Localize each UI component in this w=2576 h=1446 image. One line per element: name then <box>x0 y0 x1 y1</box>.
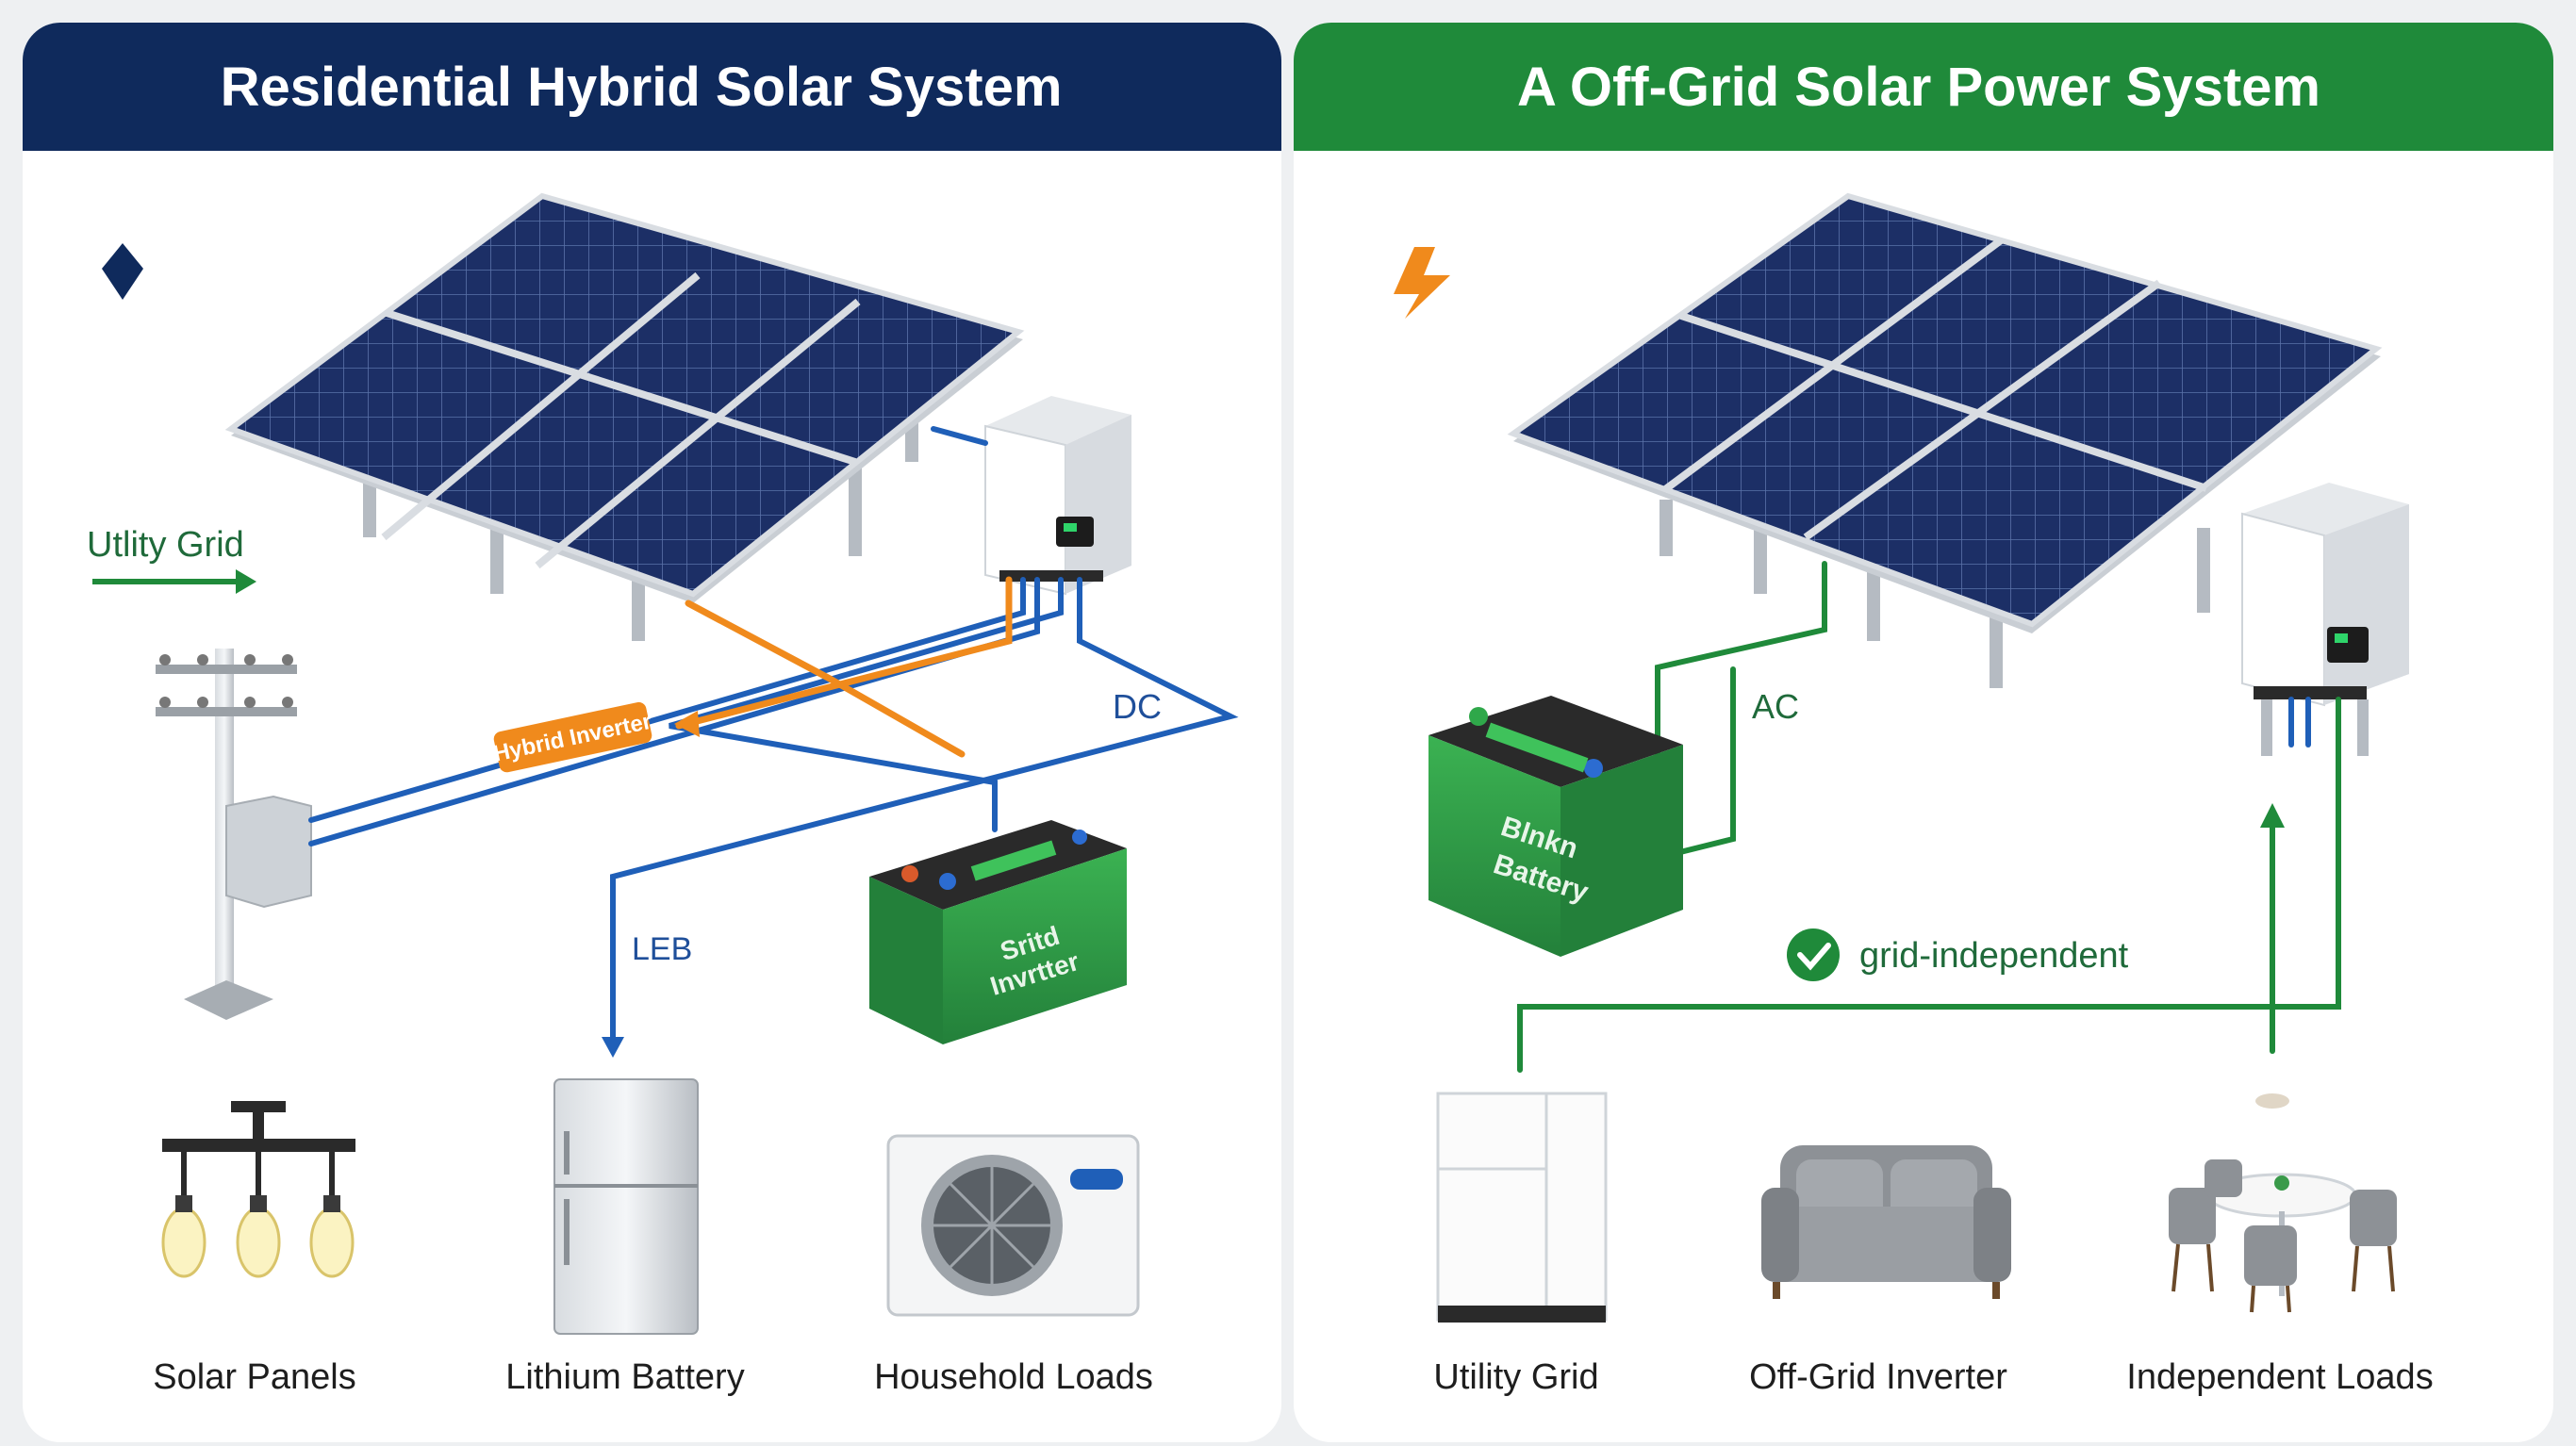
grid-independent-label: grid-independent <box>1859 936 2129 976</box>
check-circle-icon <box>1787 928 1840 981</box>
refrigerator-icon <box>553 1078 699 1335</box>
dining-set-icon <box>2169 1159 2397 1313</box>
lightning-icon <box>1394 247 1450 319</box>
right-item-2-label: Off-Grid Inverter <box>1749 1357 2007 1397</box>
sofa-icon <box>1761 1145 2011 1299</box>
ceiling-light-icon <box>2255 1093 2289 1109</box>
utility-pole <box>156 649 312 1020</box>
left-item-1-label: Solar Panels <box>153 1357 355 1397</box>
left-item-3-label: Household Loads <box>874 1357 1153 1397</box>
right-item-1-label: Utility Grid <box>1433 1357 1598 1397</box>
left-title: Residential Hybrid Solar System <box>221 57 1063 118</box>
ac-label: AC <box>1752 687 1799 726</box>
left-item-2-label: Lithium Battery <box>505 1357 744 1397</box>
left-header <box>23 23 1281 151</box>
dc-label: DC <box>1113 687 1162 726</box>
utility-grid-label: Utlity Grid <box>87 525 244 565</box>
checkmark-icon <box>1797 943 1831 971</box>
pendant-lights-icon <box>161 1101 355 1278</box>
right-header <box>1294 23 2553 151</box>
arrow-right-icon <box>236 569 256 594</box>
solar-array-left <box>224 192 1025 641</box>
air-conditioner-icon <box>886 1134 1140 1317</box>
hybrid-inverter-unit <box>984 396 1131 596</box>
right-title: A Off-Grid Solar Power System <box>1517 57 2320 118</box>
battery-right: Blnkn Battery <box>1428 696 1683 957</box>
battery-left: Sritd Invrtter <box>869 820 1127 1044</box>
solar-array-right <box>1507 192 2383 688</box>
leb-label: LEB <box>632 931 692 967</box>
off-grid-inverter-unit <box>2241 483 2409 756</box>
right-item-3-label: Independent Loads <box>2126 1357 2433 1397</box>
refrigerator-white-icon <box>1436 1092 1608 1323</box>
diamond-icon <box>102 243 143 300</box>
right-wiring <box>1517 561 2341 1073</box>
